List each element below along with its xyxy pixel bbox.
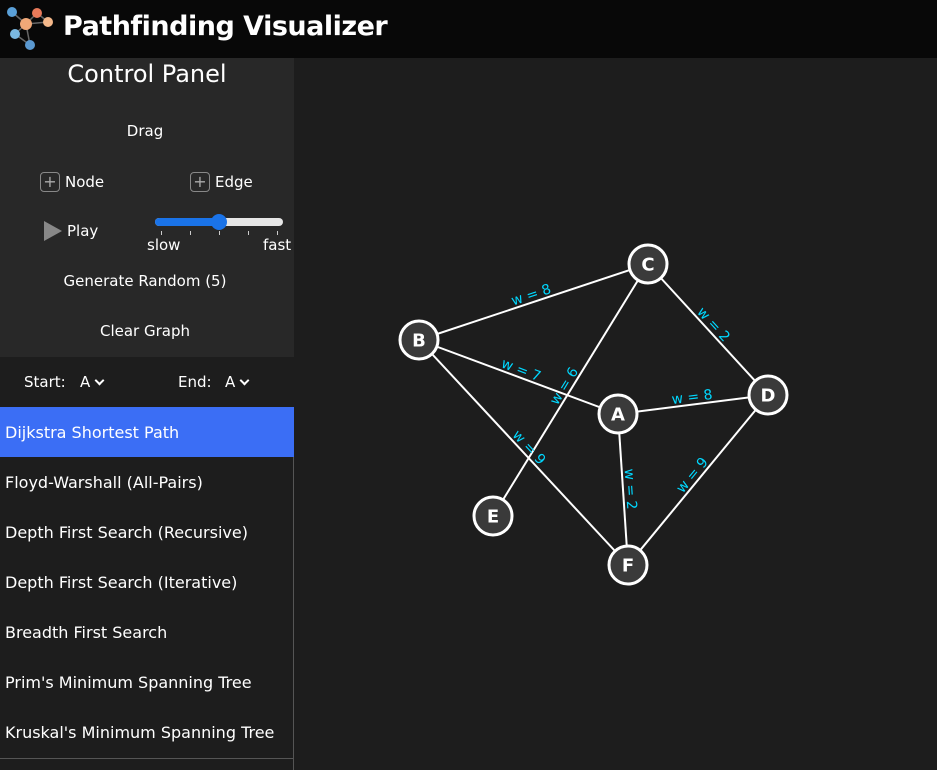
graph-node-circle[interactable] (398, 319, 440, 361)
slider-tick (190, 231, 191, 235)
edge-weight-label: w = 9 (509, 427, 549, 468)
speed-min-label: slow (147, 236, 181, 254)
graph-node-label: A (611, 405, 625, 426)
algorithm-item-dijkstra[interactable]: Dijkstra Shortest Path (0, 407, 294, 457)
graph-node-circle[interactable] (472, 495, 514, 537)
edge-weight-label: w = 6 (547, 365, 582, 408)
edge-weight-label: w = 7 (499, 356, 543, 385)
speed-slider-thumb[interactable] (211, 214, 227, 230)
slider-tick (277, 231, 278, 235)
graph-edge-CD[interactable] (647, 263, 769, 396)
control-panel-title: Control Panel (67, 60, 227, 88)
graph-node-circle[interactable] (597, 393, 639, 435)
slider-tick (161, 231, 162, 235)
graph-edge-AD[interactable] (617, 394, 769, 415)
graph-node-label: F (622, 556, 634, 577)
algorithm-list: Dijkstra Shortest Path Floyd-Warshall (A… (0, 407, 294, 757)
graph-node-label: C (641, 255, 654, 276)
edge-weight-label: w = 9 (673, 455, 711, 497)
edge-weight-label: w = 2 (621, 468, 640, 510)
graph-edge-BC[interactable] (418, 263, 649, 341)
speed-slider[interactable] (155, 214, 283, 230)
chevron-down-icon (94, 375, 105, 385)
play-button[interactable]: Play (44, 221, 98, 241)
generate-random-button[interactable]: Generate Random (5) (63, 272, 227, 290)
plus-icon: + (40, 172, 60, 192)
add-edge-button[interactable]: + Edge (190, 172, 253, 192)
graph-node-e[interactable]: E (472, 495, 514, 537)
edge-weight-label: w = 8 (509, 281, 553, 309)
graph-edge-BA[interactable] (418, 339, 619, 415)
graph-node-label: E (487, 507, 499, 528)
speed-slider-fill (155, 218, 219, 226)
graph-edge-FD[interactable] (627, 394, 769, 566)
divider (0, 758, 294, 759)
algorithm-item-prim[interactable]: Prim's Minimum Spanning Tree (5, 673, 252, 692)
node-selection: Start: A End: A (0, 357, 294, 407)
graph-node-d[interactable]: D (747, 374, 789, 416)
graph-node-b[interactable]: B (398, 319, 440, 361)
sidebar: Control Panel Drag + Node + Edge Play sl… (0, 58, 294, 770)
end-select-value: A (225, 373, 236, 391)
play-label: Play (67, 222, 99, 240)
start-select-value: A (80, 373, 91, 391)
plus-icon: + (190, 172, 210, 192)
edge-weight-label: w = 8 (671, 387, 714, 408)
graph-node-circle[interactable] (747, 374, 789, 416)
algorithm-item-kruskal[interactable]: Kruskal's Minimum Spanning Tree (5, 723, 275, 742)
add-edge-label: Edge (215, 173, 253, 191)
graph-node-f[interactable]: F (607, 544, 649, 586)
algorithm-item-dfs-recursive[interactable]: Depth First Search (Recursive) (5, 523, 248, 542)
slider-tick (248, 231, 249, 235)
speed-slider-ticks (155, 231, 283, 236)
slider-tick (219, 231, 220, 235)
graph-edge-CE[interactable] (492, 263, 649, 517)
add-node-button[interactable]: + Node (40, 172, 104, 192)
graph-edge-BF[interactable] (418, 339, 629, 566)
end-select[interactable]: A (225, 373, 250, 391)
start-select[interactable]: A (80, 373, 105, 391)
end-label: End: (178, 373, 212, 391)
graph-node-c[interactable]: C (627, 243, 669, 285)
app-logo-icon (7, 7, 53, 50)
app-header: Pathfinding Visualizer (0, 0, 937, 58)
add-node-label: Node (65, 173, 105, 191)
clear-graph-button[interactable]: Clear Graph (99, 322, 190, 340)
chevron-down-icon (239, 375, 250, 385)
algorithm-item-floyd-warshall[interactable]: Floyd-Warshall (All-Pairs) (5, 473, 203, 492)
edge-weight-label: w = 2 (693, 304, 732, 345)
graph-edge-AF[interactable] (617, 413, 629, 566)
drag-button[interactable]: Drag (126, 122, 164, 140)
play-icon (44, 221, 62, 241)
graph-node-label: D (761, 386, 776, 407)
control-panel: Control Panel Drag + Node + Edge Play sl… (0, 58, 294, 357)
start-label: Start: (24, 373, 66, 391)
graph-node-a[interactable]: A (597, 393, 639, 435)
graph-node-circle[interactable] (607, 544, 649, 586)
graph-node-circle[interactable] (627, 243, 669, 285)
graph-node-label: B (412, 331, 426, 352)
speed-max-label: fast (263, 236, 292, 254)
algorithm-item-dfs-iterative[interactable]: Depth First Search (Iterative) (5, 573, 238, 592)
app-title: Pathfinding Visualizer (63, 11, 388, 42)
algorithm-item-bfs[interactable]: Breadth First Search (5, 623, 168, 642)
